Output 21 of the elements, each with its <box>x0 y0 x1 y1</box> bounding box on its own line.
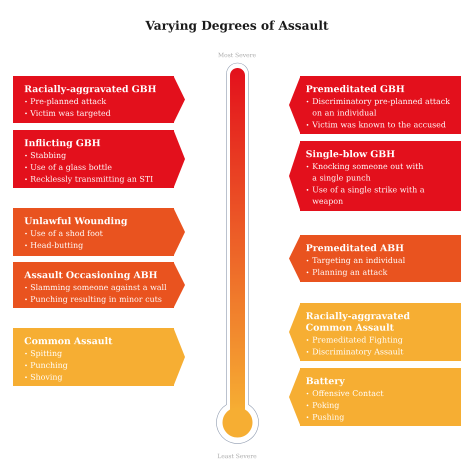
arrow-box <box>289 76 461 134</box>
box-heading: Premeditated GBH <box>306 85 404 92</box>
box-heading: Racially-aggravated GBH <box>24 85 156 94</box>
box-heading: Unlawful Wounding <box>24 217 128 226</box>
arrow-box <box>289 368 461 426</box>
arrow-box <box>13 262 185 308</box>
title: Varying Degrees of Assault <box>145 20 329 32</box>
box-heading: Assault Occasioning ABH <box>24 271 158 280</box>
box-heading: Single-blow GBH <box>306 150 395 160</box>
box-heading: Racially-aggravated Common Assault <box>306 312 410 331</box>
box-heading: Battery <box>306 377 345 386</box>
arrow-box <box>13 208 185 256</box>
box-heading: Common Assault <box>24 337 112 344</box>
arrow-box <box>289 302 461 361</box>
arrow-box <box>289 234 461 282</box>
arrow-box <box>13 328 185 386</box>
box-heading: Premeditated ABH <box>306 244 404 252</box>
box-heading: Inflicting GBH <box>24 139 100 148</box>
arrow-box <box>289 140 461 211</box>
arrow-box <box>13 76 185 123</box>
arrow-box <box>13 130 185 188</box>
